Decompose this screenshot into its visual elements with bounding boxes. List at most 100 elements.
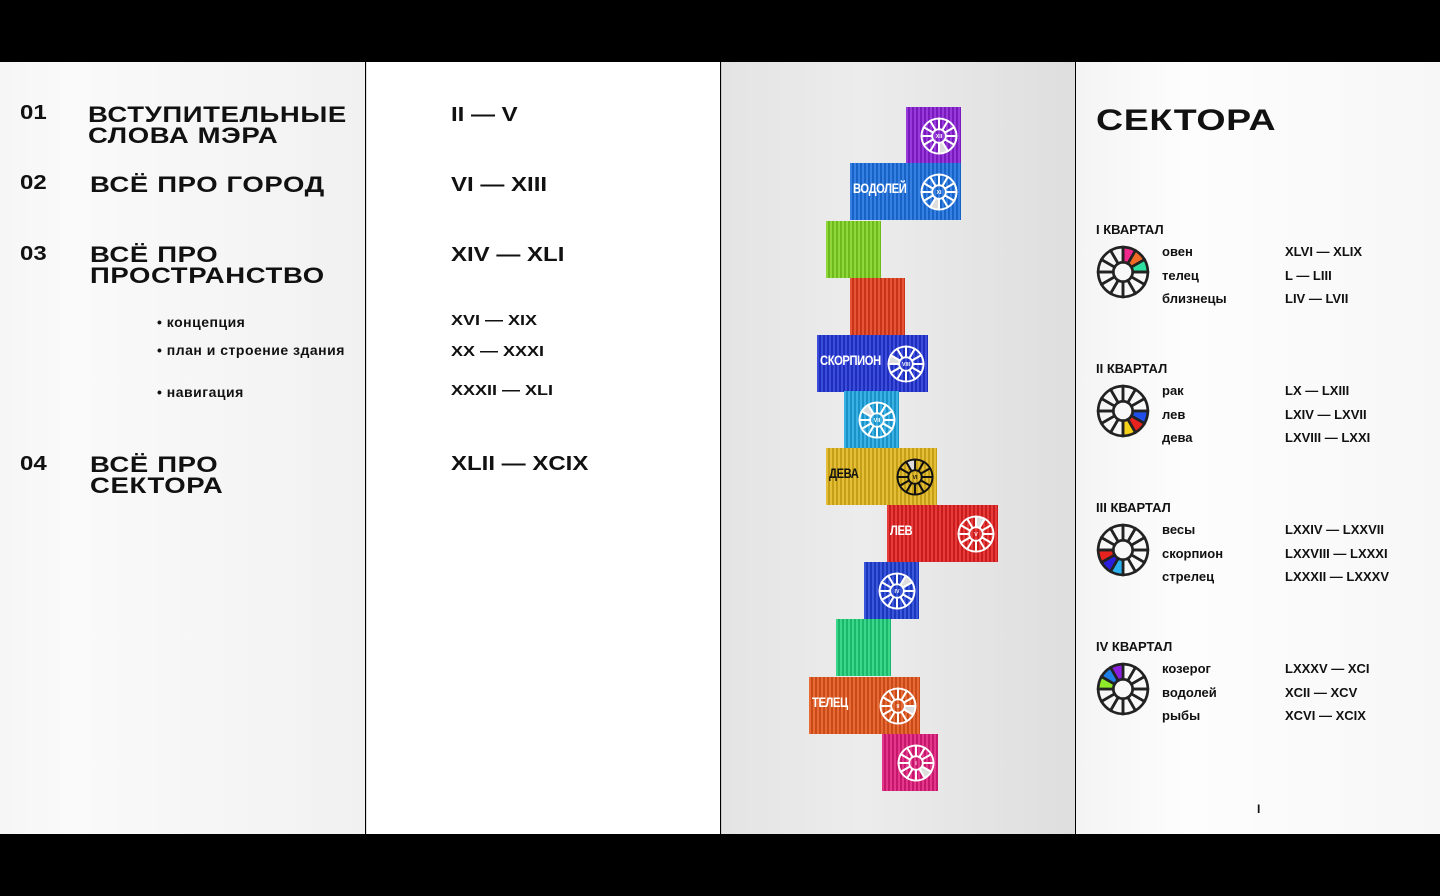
zodiac-sign-label: рак xyxy=(1162,383,1184,398)
sign-page-range: LX — LXIII xyxy=(1285,383,1350,398)
zodiac-sign-label: овен xyxy=(1162,244,1193,259)
sign-page-range: LIV — LVII xyxy=(1285,291,1349,306)
sign-block: ВОДОЛЕЙ XI xyxy=(850,163,961,220)
wheel-numeral: XI xyxy=(936,190,942,196)
wheel-segment xyxy=(887,687,899,702)
page-range: VI — XIII xyxy=(451,174,548,196)
wheel-numeral: VIII xyxy=(902,362,910,368)
wheel-segment xyxy=(897,762,912,774)
sign-block: ТЕЛЕЦ II xyxy=(809,677,920,734)
zodiac-wheel-icon: VI xyxy=(896,458,934,496)
wheel-segment xyxy=(897,710,909,725)
wheel-segment xyxy=(1096,687,1117,704)
wheel-segment xyxy=(975,538,987,553)
wheel-segment xyxy=(896,595,908,610)
page-range: XIV — XLI xyxy=(451,244,565,266)
page-range: XXXII — XLI xyxy=(451,382,554,399)
page-range: XVI — XIX xyxy=(451,312,538,329)
wheel-segment xyxy=(904,458,916,473)
zodiac-sign-label: скорпион xyxy=(1162,545,1224,561)
quarter-wheel-icon xyxy=(1096,384,1150,438)
wheel-segment xyxy=(920,752,935,764)
wheel-segment xyxy=(896,476,911,488)
sign-name: ВОДОЛЕЙ xyxy=(853,180,907,196)
section-number: 01 xyxy=(20,102,47,124)
sign-block: IV xyxy=(864,562,919,619)
wheel-segment xyxy=(980,523,995,535)
wheel-segment xyxy=(1129,396,1150,413)
zodiac-wheel-icon: VIII xyxy=(887,345,925,383)
sign-name: СКОРПИОН xyxy=(820,352,881,368)
wheel-segment xyxy=(876,424,888,439)
zodiac-wheel-icon: II xyxy=(879,687,917,725)
page-range: XX — XXXI xyxy=(451,343,545,360)
sign-block xyxy=(826,221,881,278)
section-number: 03 xyxy=(20,243,47,265)
wheel-segment xyxy=(1129,535,1150,552)
wheel-numeral: VII xyxy=(874,418,881,424)
zodiac-sign-label: телец xyxy=(1162,267,1199,283)
subsection-label: • концепция xyxy=(157,314,246,330)
sign-page-range: LXXXII — LXXXV xyxy=(1285,569,1390,584)
wheel-numeral: XII xyxy=(936,134,943,140)
wheel-segment xyxy=(1108,245,1125,266)
zodiac-sign-label: весы xyxy=(1162,522,1196,537)
wheel-segment xyxy=(928,117,940,132)
quarter-wheel-icon xyxy=(1096,245,1150,299)
sign-name: ТЕЛЕЦ xyxy=(812,694,848,710)
wheel-segment xyxy=(914,481,926,496)
zodiac-wheel-icon: IV xyxy=(878,572,916,610)
quarter-title: I КВАРТАЛ xyxy=(1096,222,1164,237)
wheel-segment xyxy=(878,590,893,602)
wheel-numeral: V xyxy=(974,532,978,538)
sign-page-range: XCVI — XCIX xyxy=(1285,708,1366,723)
wheel-segment xyxy=(1096,409,1117,426)
sign-block: XII xyxy=(906,107,961,164)
sign-page-range: L — LIII xyxy=(1285,267,1332,283)
wheel-segment xyxy=(881,409,896,421)
zodiac-wheel-icon: I xyxy=(897,744,935,782)
quarter-title: II КВАРТАЛ xyxy=(1096,361,1168,376)
section-title: ВСЁ ПРО ГОРОД xyxy=(90,172,325,197)
quarter-wheel-icon xyxy=(1096,662,1150,716)
sign-block: I xyxy=(882,734,938,791)
wheel-numeral: IV xyxy=(894,589,899,595)
sectors-title: СЕКТОРА xyxy=(1096,104,1277,137)
zodiac-wheel-icon: XII xyxy=(920,117,958,155)
wheel-segment xyxy=(928,173,940,188)
sign-block: СКОРПИОН VIII xyxy=(817,335,928,392)
contents-panel-pages: II — V VI — XIII XIV — XLI XVI — XIX XX … xyxy=(366,62,720,834)
zodiac-sign-label: близнецы xyxy=(1162,291,1227,306)
page-range: XLII — XCIX xyxy=(451,453,589,475)
zodiac-sign-label: стрелец xyxy=(1162,569,1215,584)
wheel-segment xyxy=(886,572,898,587)
wheel-segment xyxy=(905,744,917,759)
section-title: ВСТУПИТЕЛЬНЫЕ СЛОВА МЭРА xyxy=(88,102,347,148)
wheel-segment xyxy=(938,196,950,211)
wheel-segment xyxy=(905,368,917,383)
subsection-label: • навигация xyxy=(157,384,244,400)
wheel-segment xyxy=(1108,384,1125,405)
sign-page-range: LXXXV — XCI xyxy=(1285,661,1370,676)
wheel-numeral: VI xyxy=(912,475,918,481)
zodiac-sign-label: козерог xyxy=(1162,661,1211,676)
section-title: ВСЁ ПРО ПРОСТРАНСТВО xyxy=(90,242,325,288)
contents-panel-left: 01 ВСТУПИТЕЛЬНЫЕ СЛОВА МЭРА 02 ВСЁ ПРО Г… xyxy=(0,62,365,834)
wheel-segment xyxy=(902,695,917,707)
wheel-segment xyxy=(887,363,902,375)
wheel-numeral: I xyxy=(915,761,917,767)
sign-block xyxy=(850,278,905,335)
wheel-segment xyxy=(910,353,925,365)
wheel-segment xyxy=(1108,662,1125,683)
zodiac-wheel-icon: V xyxy=(957,515,995,553)
wheel-numeral: II xyxy=(897,704,900,710)
wheel-segment xyxy=(965,515,977,530)
page-range: II — V xyxy=(451,104,518,126)
wheel-segment xyxy=(858,419,873,431)
zodiac-wheel-icon: VII xyxy=(858,401,896,439)
section-title: ВСЁ ПРО СЕКТОРА xyxy=(90,452,224,498)
wheel-segment xyxy=(1129,674,1150,691)
